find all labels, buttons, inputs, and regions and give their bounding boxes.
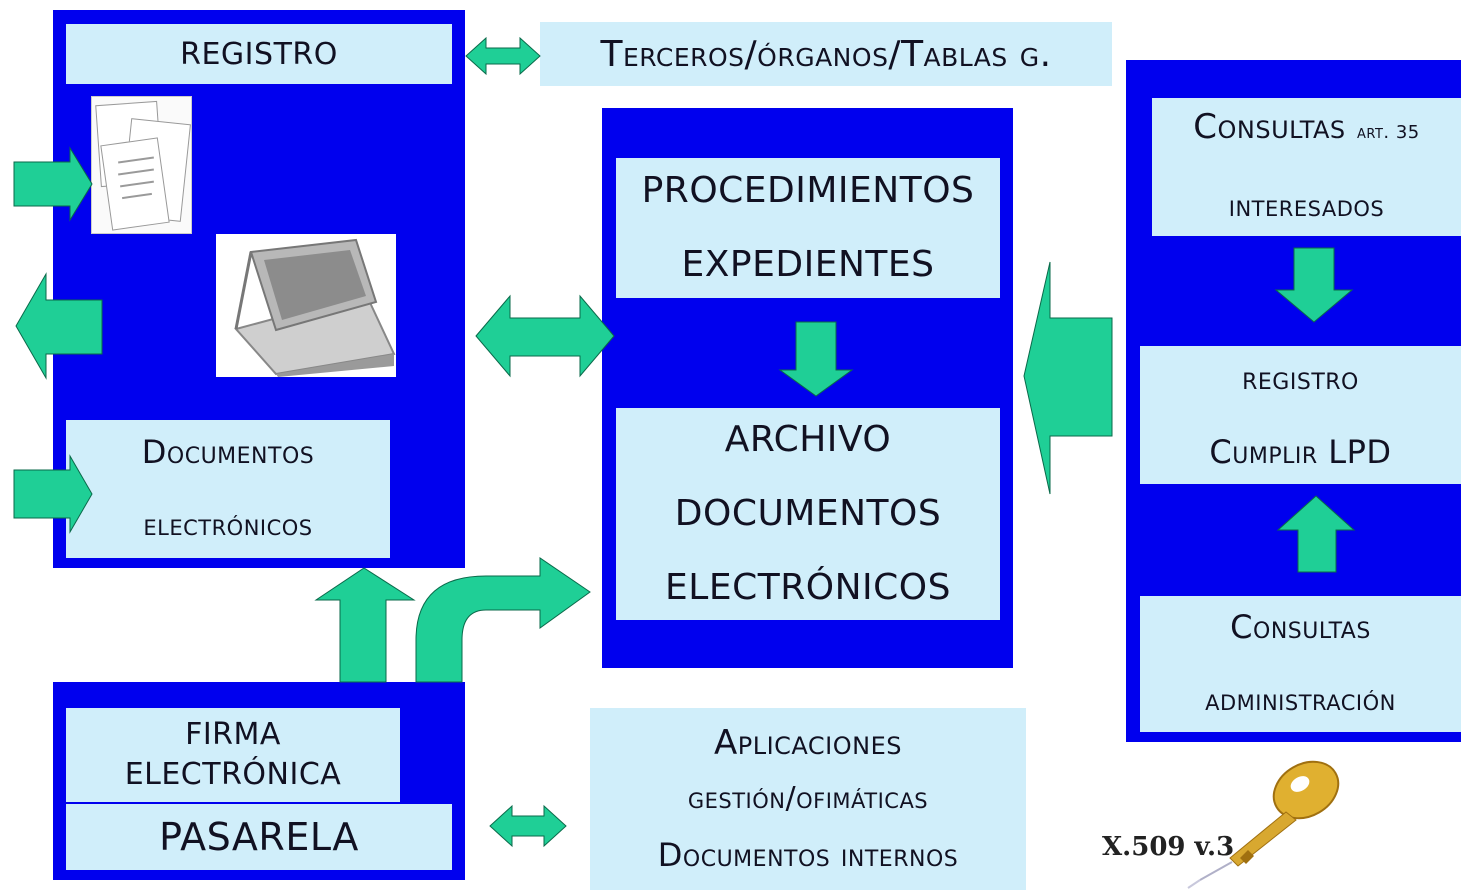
archivo-line1: ARCHIVO: [724, 419, 892, 460]
documentos-line2: electrónicos: [143, 508, 313, 543]
certificate-label: X.509 v.3: [1102, 832, 1235, 862]
registro-lpd-line2: Cumplir LPD: [1209, 433, 1392, 471]
registro-lpd-line1: registro: [1242, 359, 1359, 397]
paper-documents-icon: [91, 96, 192, 234]
archivo-line2: DOCUMENTOS: [674, 493, 942, 534]
registro-header: REGISTRO: [66, 24, 452, 84]
pasarela-up-arrow: [314, 567, 416, 683]
procedimientos-down-arrow: [778, 321, 854, 397]
procedimientos-line1: PROCEDIMIENTOS: [641, 170, 975, 211]
consultas-down-arrow: [1274, 247, 1354, 323]
consultas-admin-line2: administración: [1205, 683, 1396, 718]
outgoing-arrow: [15, 272, 103, 380]
incoming-paper-arrow: [13, 146, 93, 222]
aplicaciones-line3: Documentos internos: [657, 836, 959, 874]
aplicaciones-line2: gestión/ofimáticas: [687, 781, 929, 816]
aplicaciones-box: Aplicaciones gestión/ofimáticas Document…: [590, 708, 1026, 890]
terceros-label: Terceros/órganos/Tablas g.: [600, 33, 1052, 75]
documentos-line1: Documentos: [141, 433, 315, 471]
consultas-interesados-line2: interesados: [1228, 189, 1385, 224]
archivo-box: ARCHIVO DOCUMENTOS ELECTRÓNICOS: [616, 408, 1000, 620]
registro-header-label: REGISTRO: [180, 36, 338, 72]
registro-lpd-up-arrow: [1276, 495, 1356, 573]
pasarela-box: PASARELA: [66, 804, 452, 870]
art35-label: art. 35: [1356, 122, 1420, 143]
consultas-label: Consultas: [1193, 107, 1346, 147]
consultas-interesados-box: Consultas art. 35 interesados: [1152, 98, 1461, 236]
incoming-electronic-arrow: [13, 454, 93, 534]
firma-line2: ELECTRÓNICA: [124, 757, 342, 792]
archivo-line3: ELECTRÓNICOS: [665, 567, 951, 608]
firma-line1: FIRMA: [185, 717, 281, 752]
registro-terceros-arrow: [465, 36, 541, 76]
consultas-admin-line1: Consultas: [1230, 608, 1371, 646]
terceros-box: Terceros/órganos/Tablas g.: [540, 22, 1112, 86]
aplicaciones-line1: Aplicaciones: [713, 723, 902, 763]
firma-box: FIRMA ELECTRÓNICA: [66, 708, 400, 802]
pasarela-to-archivo-arrow: [415, 557, 591, 683]
pasarela-aplicaciones-arrow: [489, 804, 567, 848]
registro-procedimientos-arrow: [475, 294, 615, 378]
documentos-electronicos-box: Documentos electrónicos: [66, 420, 390, 558]
consultas-interesados-line1: Consultas art. 35: [1193, 90, 1420, 170]
key-icon: [1187, 760, 1340, 889]
procedimientos-box: PROCEDIMIENTOS EXPEDIENTES: [616, 158, 1000, 298]
consultas-to-archivo-arrow: [1023, 261, 1113, 495]
consultas-admin-box: Consultas administración: [1140, 596, 1461, 732]
procedimientos-line2: EXPEDIENTES: [681, 244, 935, 285]
registro-lpd-box: registro Cumplir LPD: [1140, 346, 1461, 484]
scanner-icon: [216, 234, 396, 377]
pasarela-label: PASARELA: [159, 815, 359, 859]
